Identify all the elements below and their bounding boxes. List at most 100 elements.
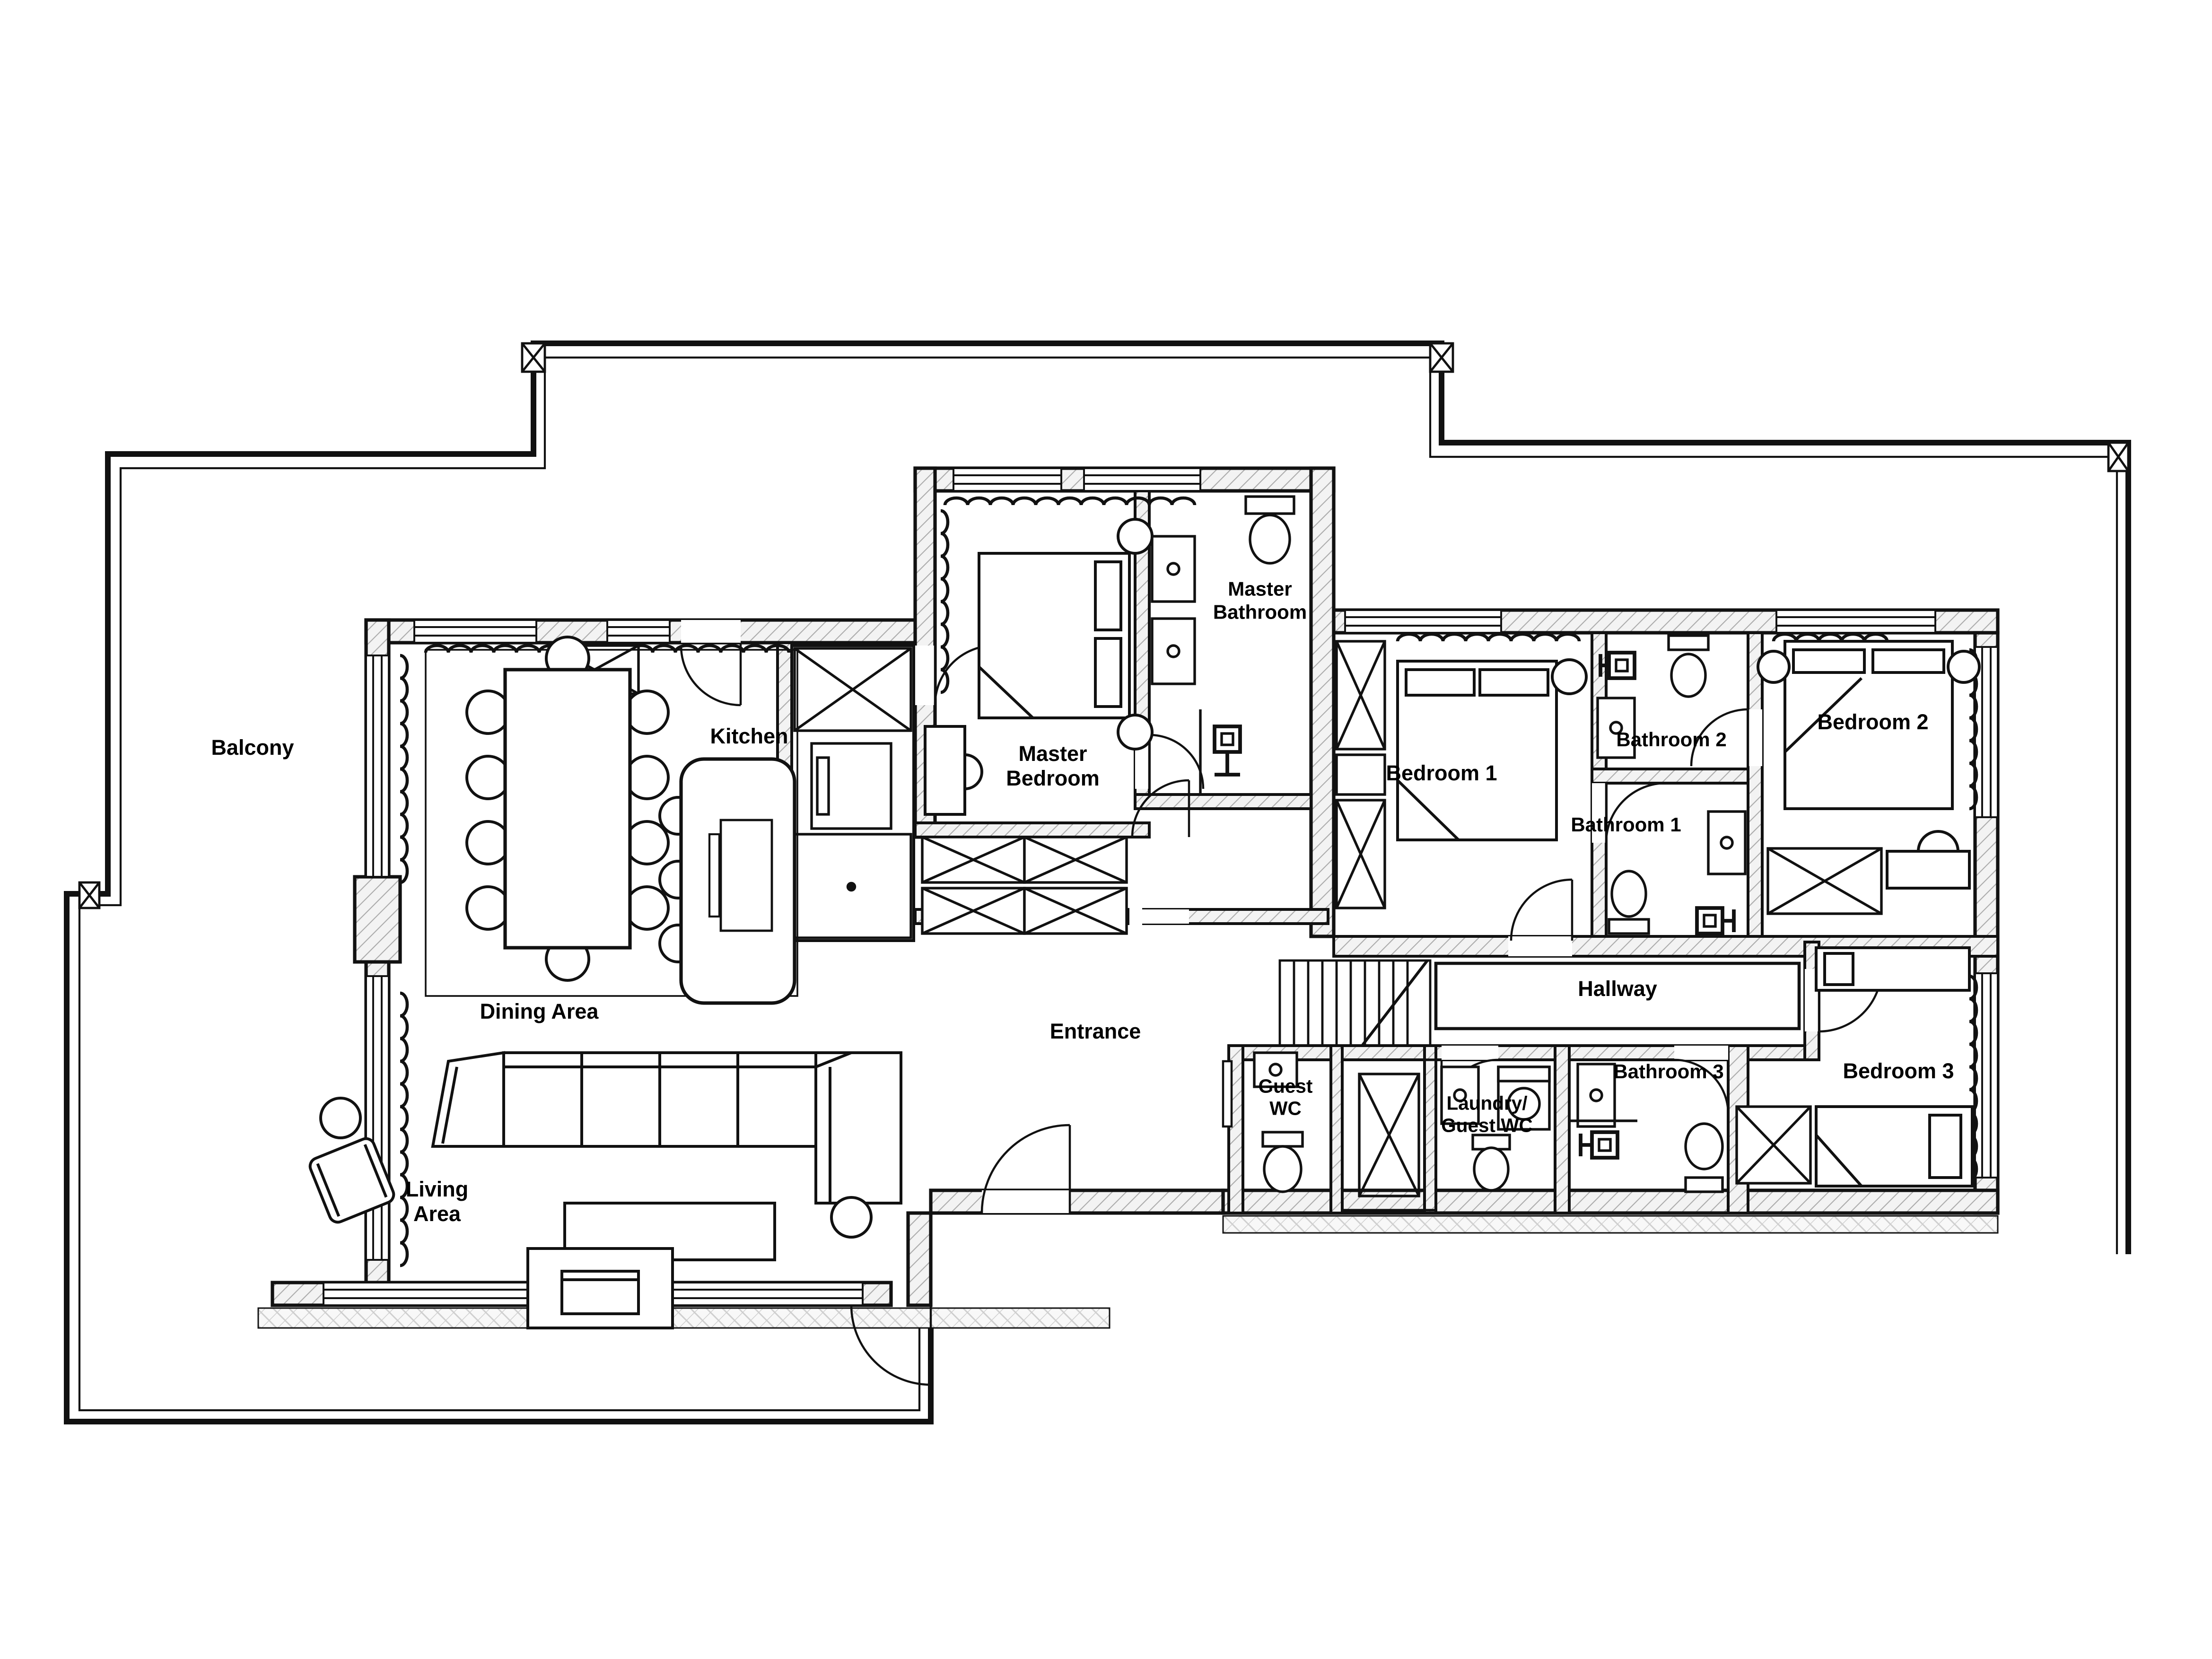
sink-bath2: [1596, 697, 1636, 759]
shower-bath1: [1695, 906, 1736, 935]
room-label-kitchen: Kitchen: [710, 724, 788, 748]
toilet-bath3: [1684, 1122, 1724, 1193]
room-label-entrance: Entrance: [1050, 1019, 1141, 1043]
closet-master-row1b: [1023, 836, 1128, 884]
bedroom2-furniture: [1757, 640, 1981, 890]
window-living-left: [365, 975, 390, 1261]
guest-wc-fixtures: [1253, 1051, 1304, 1193]
nightstand-bedroom1: [1551, 658, 1588, 695]
toilet-bath1: [1608, 870, 1650, 935]
cabinet-column: [790, 644, 915, 942]
living-furniture: [308, 1051, 902, 1329]
door-guest-wc-leaf: [1222, 1060, 1233, 1128]
room-label-bedroom-1: Bedroom 1: [1386, 761, 1497, 785]
desk-bedroom3: [1815, 946, 1971, 992]
window-kitchen-top: [606, 619, 671, 644]
dining-table: [503, 668, 632, 950]
dresser-bedroom2: [1766, 847, 1883, 915]
shower-bath3: [1569, 1119, 1637, 1160]
bedroom1-furniture: [1396, 658, 1588, 841]
door-entrance-porch: [850, 1305, 932, 1386]
room-label-balcony: Balcony: [211, 735, 294, 760]
bathroom1-fixtures: [1608, 810, 1747, 935]
sink-laundry: [1440, 1065, 1480, 1125]
windows: [323, 467, 1999, 1306]
vanity-sink-2: [1151, 617, 1196, 685]
dining-furniture: [425, 636, 798, 997]
elevator-shaft: [1341, 1058, 1437, 1212]
window-dining-top: [413, 619, 537, 644]
washing-machine: [1497, 1065, 1551, 1131]
bed-1: [1396, 660, 1558, 841]
master-bed: [978, 552, 1131, 719]
room-label-dining-area: Dining Area: [480, 999, 599, 1023]
door-balcony-kitchen: [680, 643, 742, 707]
master-bedroom-furniture: [924, 518, 1154, 816]
closet-bedroom1-a: [1335, 640, 1386, 751]
bed-3: [1815, 1105, 1974, 1187]
terrace-floor: [257, 1215, 1999, 1329]
toilet-bath2: [1667, 634, 1710, 698]
master-desk: [924, 725, 983, 816]
staircase: [1278, 959, 1432, 1047]
master-bathroom-fixtures: [1151, 495, 1295, 795]
bedroom3-furniture: [1815, 946, 1974, 1187]
side-table-right: [830, 1196, 873, 1239]
bathroom2-fixtures: [1596, 634, 1710, 759]
laundry-fixtures: [1440, 1065, 1551, 1192]
door-bathroom-2: [1690, 708, 1749, 767]
door-master-bathroom: [1148, 733, 1205, 789]
doors: [680, 643, 1883, 1386]
window-master-top-2: [1083, 467, 1201, 492]
kitchen-furniture: [658, 757, 796, 1005]
window-dining-left: [365, 655, 390, 878]
cooktop: [708, 819, 773, 932]
room-label-bathroom-3: Bathroom 3: [1613, 1060, 1723, 1083]
terrace-outline: [64, 341, 2131, 1424]
curtains: [400, 496, 1978, 1267]
closet-master-row2a: [921, 887, 1026, 935]
room-label-bedroom-3: Bedroom 3: [1843, 1059, 1954, 1083]
room-label-hallway: Hallway: [1578, 977, 1657, 1001]
sink-bath3: [1576, 1063, 1616, 1128]
closet-master-row1a: [921, 836, 1026, 884]
vanity-sink-1: [1151, 535, 1196, 603]
toilet-master: [1244, 495, 1295, 565]
window-bedroom1-top: [1344, 609, 1502, 634]
nightstand-bedroom2-left: [1757, 650, 1791, 684]
rail-column-markers: [78, 342, 2130, 909]
nightstand-bedroom2-right: [1947, 650, 1981, 684]
shower-master: [1199, 709, 1242, 795]
door-entrance-main: [980, 1124, 1071, 1214]
sink-guest-wc: [1253, 1051, 1298, 1088]
room-label-bedroom-2: Bedroom 2: [1817, 710, 1928, 734]
bathroom3-fixtures: [1569, 1063, 1724, 1193]
bench-bedroom2: [1886, 830, 1971, 890]
room-label-laundry-guest-wc: Laundry/Guest WC: [1441, 1092, 1533, 1136]
door-bathroom-3: [1674, 1058, 1730, 1114]
bed-2: [1784, 640, 1954, 810]
closet-bedroom1-b: [1335, 799, 1386, 909]
window-bedroom2-top: [1775, 609, 1936, 634]
door-bathroom-1: [1605, 782, 1666, 843]
hallway-box: [1434, 961, 1801, 1030]
tv-unit: [526, 1247, 674, 1329]
toilet-guest-wc: [1261, 1131, 1304, 1193]
closet-master-row2b: [1023, 887, 1128, 935]
closet-bedroom1-box: [1335, 753, 1386, 796]
sink-bath1: [1707, 810, 1747, 875]
nightstand-master-bottom: [1117, 714, 1154, 751]
shower-bath2: [1599, 651, 1636, 680]
side-table-left: [319, 1097, 362, 1139]
dining-rug: [425, 649, 798, 997]
toilet-laundry: [1471, 1134, 1511, 1192]
window-bedroom3-right: [1974, 972, 1999, 1179]
armchair: [308, 1137, 395, 1224]
